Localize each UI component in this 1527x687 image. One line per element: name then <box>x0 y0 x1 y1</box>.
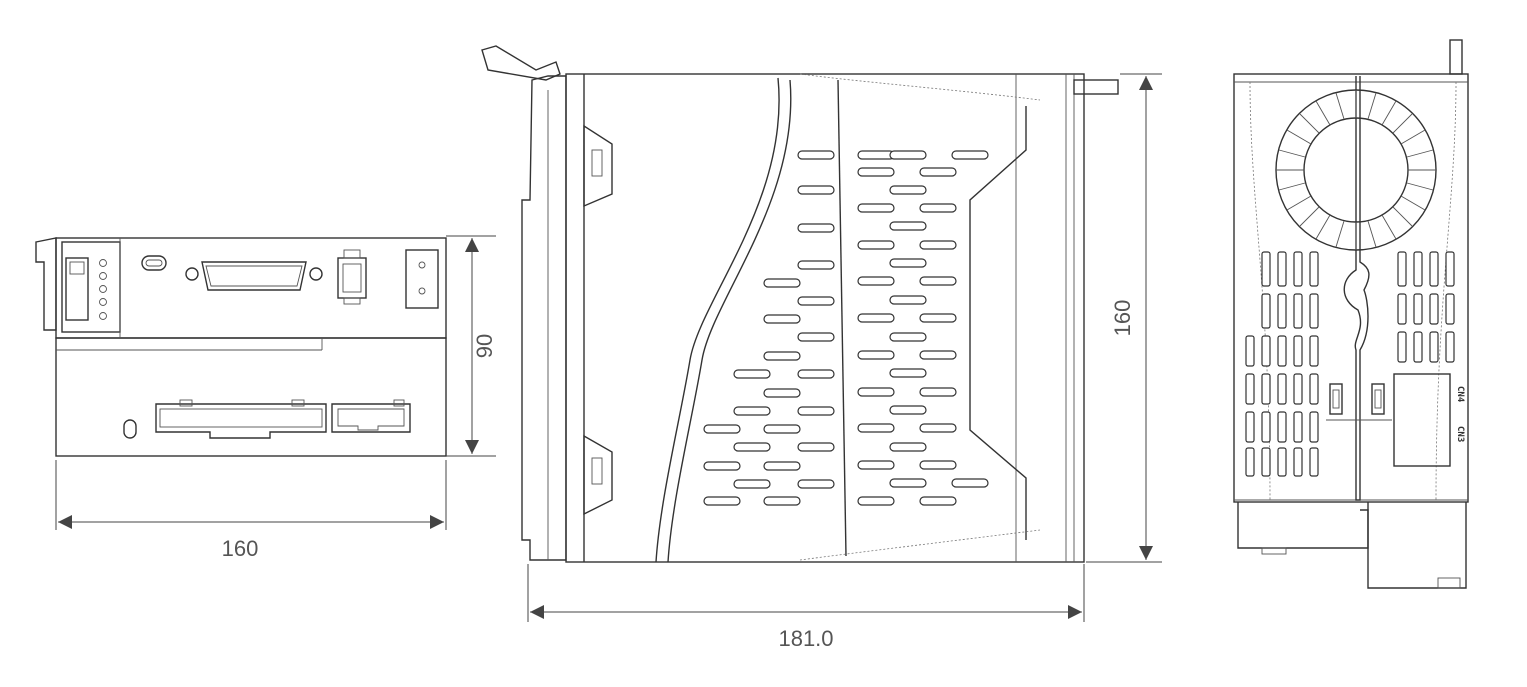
back-plate <box>521 75 567 561</box>
status-leds <box>99 259 107 320</box>
end-base <box>1237 502 1369 549</box>
end-shaft <box>1449 39 1463 75</box>
side-vents-right <box>857 150 989 506</box>
rj-connector <box>337 249 367 305</box>
front-height-dimension: 90 <box>446 235 497 457</box>
front-latch <box>35 237 121 338</box>
cn-port <box>1393 373 1451 467</box>
front-lower-body <box>55 337 447 457</box>
cn-clip-right <box>1371 383 1385 415</box>
front-screw <box>123 419 137 439</box>
front-view: 160 90 <box>35 235 497 561</box>
cn3-label: CN3 <box>1455 426 1465 442</box>
end-vents-right <box>1397 251 1455 363</box>
side-vents-left <box>703 150 835 506</box>
side-mount-tab <box>481 45 561 81</box>
side-depth-label: 181.0 <box>778 626 833 651</box>
fan-icon <box>1275 89 1437 251</box>
end-bottom-connector <box>1360 502 1467 589</box>
front-width-dimension: 160 <box>55 460 447 561</box>
front-height-label: 90 <box>472 334 497 358</box>
end-body <box>1233 73 1469 503</box>
side-clip-bottom <box>583 434 613 516</box>
encoder-connector <box>331 399 411 433</box>
side-contour <box>655 77 780 563</box>
dsub-connector <box>185 261 323 291</box>
front-upper-panel <box>55 237 447 339</box>
side-shaft <box>1073 79 1119 95</box>
side-height-label: 160 <box>1110 300 1135 337</box>
end-vents-left <box>1245 251 1319 477</box>
terminal-block <box>405 249 439 309</box>
side-depth-dimension: 181.0 <box>527 564 1085 651</box>
front-width-label: 160 <box>222 536 259 561</box>
end-view: CN4 CN3 <box>1233 39 1469 589</box>
cn4-label: CN4 <box>1455 386 1465 403</box>
side-height-dimension: 160 <box>1086 73 1162 563</box>
usb-port <box>141 255 167 271</box>
side-body <box>565 73 1085 563</box>
io-connector <box>155 399 327 439</box>
side-view: 181.0 160 <box>481 45 1162 651</box>
side-clip-top <box>583 124 613 208</box>
cn-connector-area: CN4 CN3 <box>1326 373 1465 467</box>
cn-clip-left <box>1329 383 1343 415</box>
